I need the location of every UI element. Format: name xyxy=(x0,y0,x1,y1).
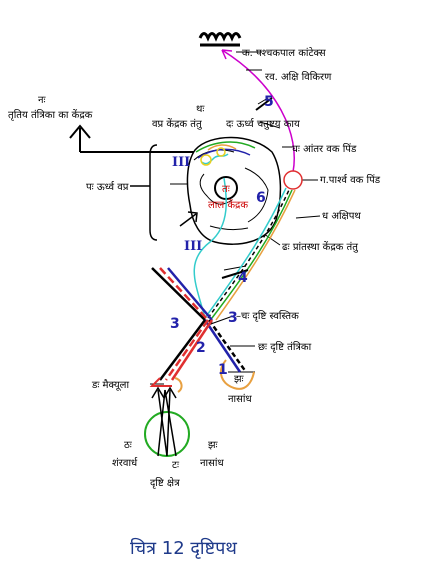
label-jha-right-prefix: झः xyxy=(234,374,245,385)
label-superior-quadrigeminal-body: दः ऊर्ध्व चतुष्टय काय xyxy=(226,118,300,130)
roman-numeral-top: III xyxy=(172,155,190,170)
number-6: 6 xyxy=(256,190,266,206)
label-optic-chiasm: –चः दृष्टि स्वस्तिक xyxy=(236,310,299,322)
label-tta-prefix: टः xyxy=(172,460,180,471)
occipital-cortex-symbol xyxy=(198,32,242,47)
roman-numeral-bottom: III xyxy=(184,239,202,254)
label-tectal-nucleus-fibres: वप्र केंद्रक तंतु xyxy=(152,118,203,130)
optic-radiation-line xyxy=(221,49,295,173)
label-macula: डः मैक्यूला xyxy=(91,379,129,391)
label-nasal-half-right: नासांध xyxy=(228,393,252,405)
label-temporal-half: शंरवार्ध xyxy=(112,457,138,469)
lateral-geniculate-body xyxy=(283,170,303,190)
label-red-nucleus: लाल केंद्रक xyxy=(208,199,248,211)
label-occipital-cortex: क. पश्चकपाल कांटेक्स xyxy=(242,47,326,59)
number-4: 4 xyxy=(238,270,248,286)
bracket-superior-colliculus xyxy=(130,144,158,241)
oculomotor-arrow xyxy=(69,124,195,153)
label-oculomotor-nucleus: तृतिय तंत्रिका का केंद्रक xyxy=(8,109,93,121)
number-3-right: 3 xyxy=(228,310,238,326)
label-nasal-half-bottom: नासांध xyxy=(200,457,224,469)
label-superior-colliculus: पः ऊर्ध्व वप्र xyxy=(86,181,129,193)
tract-section-marks xyxy=(221,97,273,279)
label-optic-nerve: छः दृष्टि तंत्रिका xyxy=(258,341,312,353)
label-tha-bottom-prefix: ठः xyxy=(124,440,133,451)
label-jha-bottom-prefix: झः xyxy=(208,440,219,451)
label-optic-tract: ध अक्षिपथ xyxy=(322,210,361,222)
figure-caption: चित्र 12 दृष्टिपथ xyxy=(130,537,237,559)
visual-field xyxy=(144,386,190,457)
tectal-fibres xyxy=(195,141,256,166)
label-visual-field: दृष्टि क्षेत्र xyxy=(150,477,180,489)
label-na-prefix: नः xyxy=(38,95,47,106)
optic-tract-lines xyxy=(193,177,296,321)
label-tha-prefix: थः xyxy=(196,104,205,115)
number-5: 5 xyxy=(264,94,274,110)
number-3-left: 3 xyxy=(170,316,180,332)
label-optic-radiation: रव. अक्षि विकिरण xyxy=(265,71,332,83)
number-2: 2 xyxy=(196,340,206,356)
retina-shapes xyxy=(149,359,255,393)
label-medial-geniculate-body: घः आंतर वक पिंड xyxy=(292,143,357,155)
optic-chiasm xyxy=(151,267,248,381)
corticonuclear-arrow xyxy=(179,211,198,227)
label-ta-prefix: तः xyxy=(222,184,231,195)
label-lateral-geniculate-body: ग.पार्श्व वक पिंड xyxy=(320,174,381,186)
number-1: 1 xyxy=(218,362,228,378)
label-corticonuclear-fibres: ढः प्रांतस्था केंद्रक तंतु xyxy=(282,241,359,253)
